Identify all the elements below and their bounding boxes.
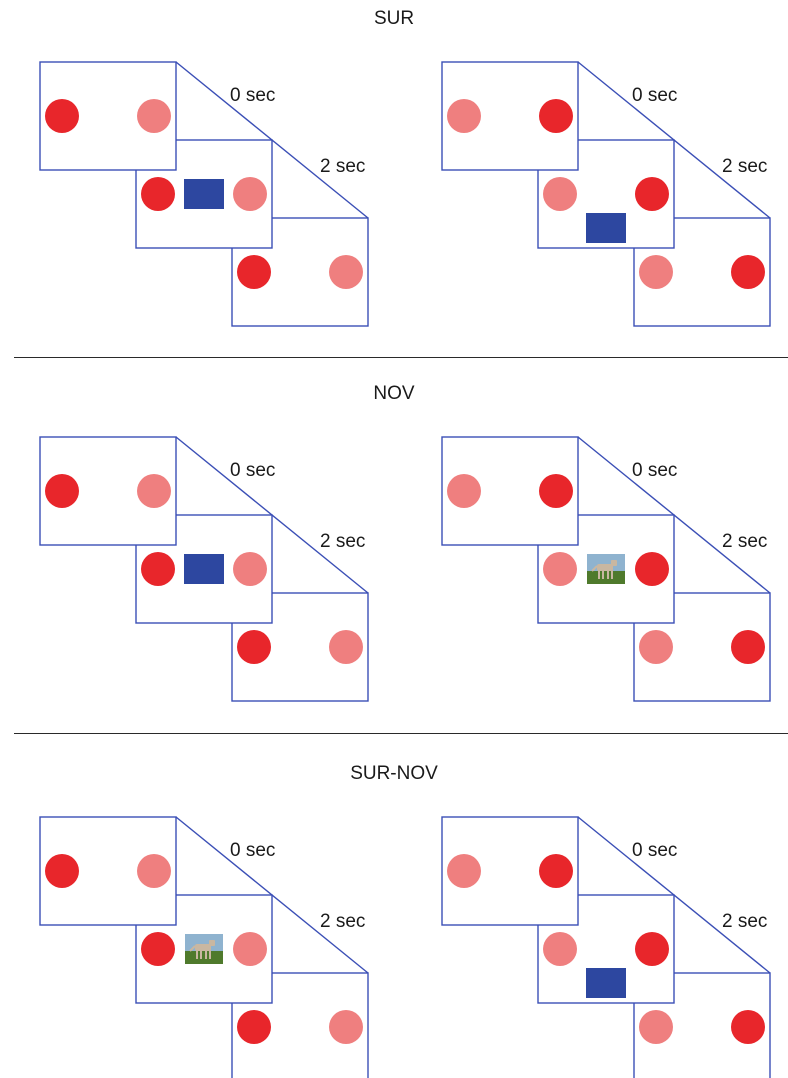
dog-photo-cue (587, 554, 625, 584)
pale-target-dot (233, 932, 267, 966)
pale-target-dot (639, 630, 673, 664)
pale-target-dot (543, 552, 577, 586)
time-label-2sec: 2 sec (722, 531, 768, 552)
photo-grass (185, 951, 223, 964)
dog-leg (196, 950, 198, 959)
pale-target-dot (447, 474, 481, 508)
time-label-0sec: 0 sec (632, 840, 678, 861)
pale-target-dot (137, 474, 171, 508)
trial-sequence (39, 436, 369, 702)
pale-target-dot (329, 630, 363, 664)
dog-body (195, 944, 211, 951)
blue-rectangle-cue (184, 179, 224, 209)
section-divider (14, 357, 788, 358)
trial-sequence (39, 816, 369, 1078)
dog-leg (209, 950, 211, 959)
pale-target-dot (329, 255, 363, 289)
pale-target-dot (137, 854, 171, 888)
bright-target-dot (635, 552, 669, 586)
blue-rectangle-cue (586, 968, 626, 998)
dog-leg (607, 570, 609, 579)
time-label-0sec: 0 sec (230, 460, 276, 481)
bright-target-dot (141, 177, 175, 211)
dog-leg (602, 570, 604, 579)
time-label-2sec: 2 sec (320, 531, 366, 552)
bright-target-dot (731, 630, 765, 664)
bright-target-dot (539, 854, 573, 888)
trial-sequence (441, 61, 771, 327)
bright-target-dot (45, 474, 79, 508)
dog-head (611, 560, 617, 566)
dog-tail (591, 565, 598, 572)
pale-target-dot (233, 552, 267, 586)
time-label-0sec: 0 sec (632, 85, 678, 106)
bright-target-dot (635, 932, 669, 966)
bright-target-dot (237, 630, 271, 664)
blue-rectangle-cue (184, 554, 224, 584)
pale-target-dot (137, 99, 171, 133)
bright-target-dot (731, 255, 765, 289)
pale-target-dot (543, 177, 577, 211)
bright-target-dot (45, 854, 79, 888)
blue-rectangle-cue (586, 213, 626, 243)
dog-body (597, 564, 613, 571)
bright-target-dot (237, 255, 271, 289)
time-label-0sec: 0 sec (230, 840, 276, 861)
bright-target-dot (45, 99, 79, 133)
pale-target-dot (639, 1010, 673, 1044)
pale-target-dot (639, 255, 673, 289)
bright-target-dot (539, 474, 573, 508)
dog-leg (611, 570, 613, 579)
pale-target-dot (447, 854, 481, 888)
bright-target-dot (141, 932, 175, 966)
dog-head (209, 940, 215, 946)
bright-target-dot (635, 177, 669, 211)
bright-target-dot (539, 99, 573, 133)
trial-sequence (441, 816, 771, 1078)
dog-tail (189, 945, 196, 952)
time-label-2sec: 2 sec (722, 156, 768, 177)
time-label-2sec: 2 sec (320, 911, 366, 932)
section-divider (14, 733, 788, 734)
photo-grass (587, 571, 625, 584)
time-label-2sec: 2 sec (722, 911, 768, 932)
pale-target-dot (329, 1010, 363, 1044)
dog-leg (200, 950, 202, 959)
section-title-sur-nov: SUR-NOV (350, 763, 438, 784)
time-label-0sec: 0 sec (632, 460, 678, 481)
dog-leg (205, 950, 207, 959)
trial-sequence (441, 436, 771, 702)
section-title-nov: NOV (373, 383, 415, 404)
bright-target-dot (731, 1010, 765, 1044)
time-label-2sec: 2 sec (320, 156, 366, 177)
dog-leg (598, 570, 600, 579)
bright-target-dot (141, 552, 175, 586)
time-label-0sec: 0 sec (230, 85, 276, 106)
pale-target-dot (543, 932, 577, 966)
bright-target-dot (237, 1010, 271, 1044)
section-title-sur: SUR (373, 8, 415, 29)
trial-sequence (39, 61, 369, 327)
pale-target-dot (233, 177, 267, 211)
dog-photo-cue (185, 934, 223, 964)
pale-target-dot (447, 99, 481, 133)
